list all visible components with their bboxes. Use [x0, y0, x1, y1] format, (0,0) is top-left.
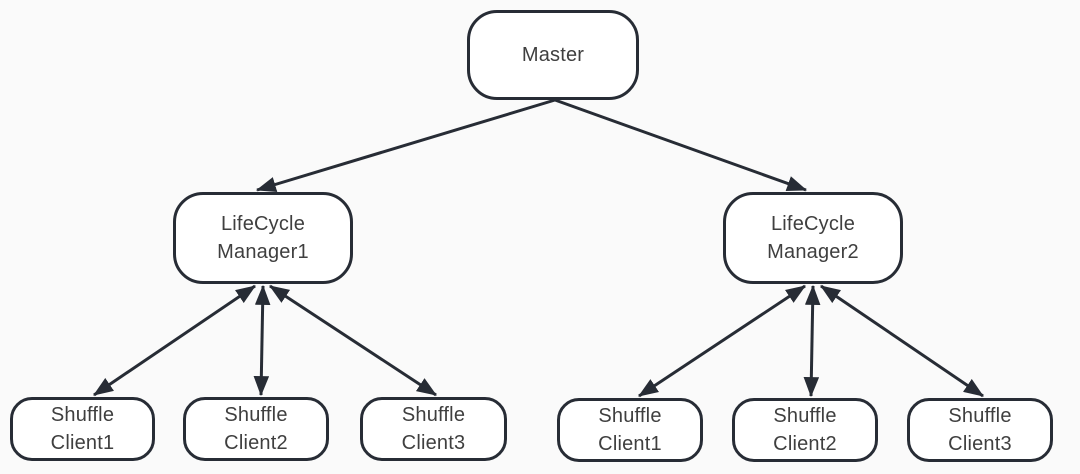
node-shuffle-client-3-right: Shuffle Client3 [907, 398, 1053, 462]
node-lifecycle-manager-2: LifeCycle Manager2 [723, 192, 903, 284]
node-lifecycle-manager-1: LifeCycle Manager1 [173, 192, 353, 284]
node-shuffle-client-1-left-label-line2: Client1 [50, 432, 115, 454]
node-shuffle-client-2-left-label-line1: Shuffle [224, 404, 288, 426]
node-shuffle-client-3-left: Shuffle Client3 [360, 397, 507, 461]
node-lifecycle-manager-1-label-line2: Manager1 [217, 241, 309, 263]
node-shuffle-client-2-right: Shuffle Client2 [732, 398, 878, 462]
edge-master--lifecycle-manager-1 [255, 98, 556, 192]
node-shuffle-client-1-left-label-line1: Shuffle [50, 404, 115, 426]
edge-lifecycle-manager-1--shuffle-client-3-left [269, 284, 437, 397]
node-shuffle-client-3-right-label-line2: Client3 [948, 433, 1012, 455]
node-shuffle-client-3-left-label-line2: Client3 [401, 432, 466, 454]
node-shuffle-client-1-right: Shuffle Client1 [557, 398, 703, 462]
node-lifecycle-manager-1-label-line1: LifeCycle [220, 213, 306, 235]
edge-lifecycle-manager-2--shuffle-client-1-right [638, 284, 806, 398]
node-shuffle-client-2-right-label-line2: Client2 [773, 433, 837, 455]
node-shuffle-client-3-left-label-line1: Shuffle [401, 404, 466, 426]
edge-lifecycle-manager-1--shuffle-client-2-left [253, 284, 271, 397]
node-shuffle-client-1-right-label-line1: Shuffle [598, 405, 662, 427]
edge-lifecycle-manager-2--shuffle-client-3-right [820, 284, 984, 398]
node-lifecycle-manager-2-label-line1: LifeCycle [770, 213, 856, 235]
node-shuffle-client-2-left: Shuffle Client2 [183, 397, 329, 461]
node-shuffle-client-2-left-label-line2: Client2 [224, 432, 288, 454]
edge-lifecycle-manager-2--shuffle-client-2-right [803, 284, 821, 398]
node-lifecycle-manager-2-label-line2: Manager2 [767, 241, 859, 263]
node-master: Master [467, 10, 639, 100]
node-shuffle-client-1-left: Shuffle Client1 [10, 397, 155, 461]
node-master-label: Master [521, 44, 585, 66]
edge-master--lifecycle-manager-2 [554, 98, 808, 192]
node-shuffle-client-1-right-label-line2: Client1 [598, 433, 662, 455]
node-shuffle-client-2-right-label-line1: Shuffle [773, 405, 837, 427]
edge-lifecycle-manager-1--shuffle-client-1-left [93, 284, 256, 397]
node-shuffle-client-3-right-label-line1: Shuffle [948, 405, 1012, 427]
